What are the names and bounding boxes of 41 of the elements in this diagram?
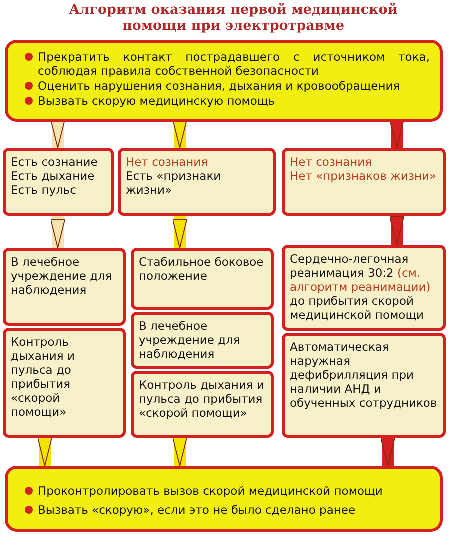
bullet-text: Вызвать скорую медицинскую помощь (38, 94, 276, 108)
block-arrow (380, 438, 396, 466)
bullet-text: Проконтролировать вызов скорой медицинской помощи (38, 484, 383, 498)
bullet-text: Прекратить контакт пострадавшего с источником тока, соблюдая правила собственной безопасности (38, 50, 430, 78)
diagram-title: Алгоритм оказания первой медицинской помощи при электротравме (68, 2, 399, 34)
block-arrow (390, 120, 404, 148)
action-box (3, 328, 126, 438)
instruction-banner (5, 40, 443, 122)
block-arrow (50, 216, 66, 248)
condition-box (118, 148, 276, 216)
action-box (282, 333, 446, 438)
box-text: В лечебное учреждение для наблюдения (11, 255, 114, 297)
box-text: Автоматическая наружная дефибрилляция при наличии АНД и обученных сотрудников (290, 340, 438, 410)
instruction-banner (5, 466, 443, 532)
bullet-text: Оценить нарушения сознания, дыхания и кровообращения (38, 79, 402, 93)
action-box (3, 248, 126, 326)
action-box (131, 371, 274, 438)
block-arrow (172, 216, 188, 248)
box-text: Нет сознания (126, 155, 210, 169)
box-text: Есть дыхание (11, 169, 96, 183)
box-text: Контроль дыхания и пульса до прибытия «скорой помощи» (139, 378, 266, 420)
box-text: Стабильное боковое положение (139, 255, 265, 283)
box-text: Нет сознания (290, 155, 374, 169)
action-box (282, 245, 446, 331)
action-box (131, 248, 274, 310)
box-text: Есть пульс (11, 183, 78, 197)
condition-box (3, 148, 114, 216)
condition-box (282, 148, 446, 216)
box-text: Есть сознание (11, 155, 99, 169)
block-arrow (390, 216, 404, 246)
block-arrow (50, 120, 66, 148)
box-text: Сердечно-легочная реанимация 30:2 (см. алгоритм реанимации) до прибытия скорой медицинской помощи (290, 252, 432, 322)
block-arrow (172, 438, 188, 466)
box-text: Контроль дыхания и пульса до прибытия «скорой помощи» (11, 335, 76, 419)
box-text: В лечебное учреждение для наблюдения (139, 319, 242, 361)
box-text: Нет «признаков жизни» (290, 169, 438, 183)
block-arrow (38, 438, 52, 466)
action-box (131, 312, 274, 369)
bullet-text: Вызвать «скорую», если это не было сделано ранее (38, 503, 356, 517)
block-arrow (172, 120, 188, 148)
box-text: Есть «признаки жизни» (126, 169, 222, 197)
